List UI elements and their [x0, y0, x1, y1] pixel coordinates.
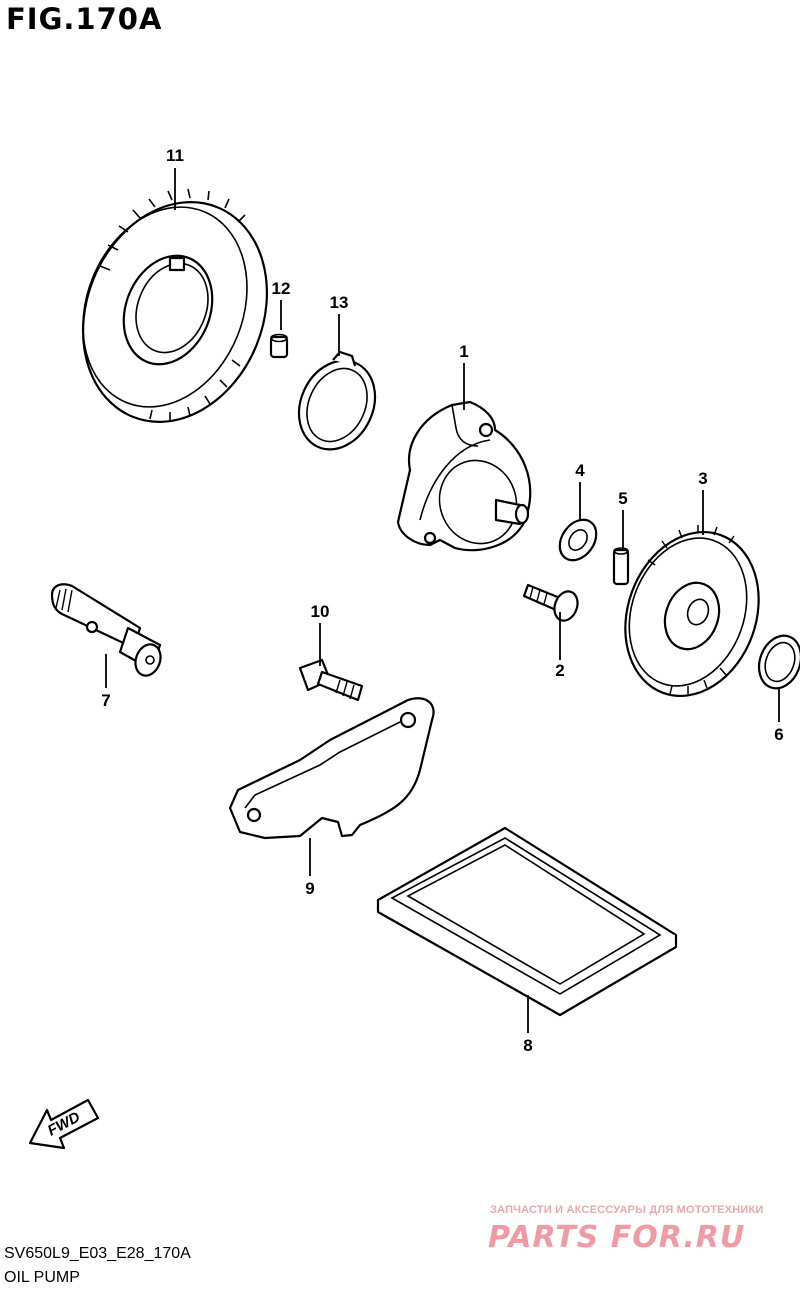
part-3-gear [624, 525, 760, 698]
callout-11: 11 [166, 146, 184, 165]
figure-title: FIG.170A [6, 2, 163, 36]
callout-7: 7 [101, 691, 110, 710]
callout-1: 1 [459, 342, 468, 361]
part-13-circlip [297, 350, 377, 451]
callout-2: 2 [555, 661, 564, 680]
part-4-washer [558, 518, 598, 562]
callout-6: 6 [774, 725, 783, 744]
part-10-bolt [298, 658, 364, 702]
part-5-pin [612, 547, 630, 586]
callout-5: 5 [618, 489, 627, 508]
part-1-oil-pump [396, 400, 532, 552]
leader-lines [105, 168, 780, 1033]
callout-12: 12 [272, 279, 291, 298]
part-2-screw [522, 583, 579, 622]
part-6-snap-ring [757, 634, 800, 690]
part-8-strainer [376, 826, 678, 1017]
part-12-pin [269, 333, 289, 359]
callout-3: 3 [698, 469, 707, 488]
callout-10: 10 [311, 602, 330, 621]
figure-name: OIL PUMP [4, 1269, 80, 1286]
watermark-brand: PARTS FOR.RU [488, 1220, 746, 1255]
callout-13: 13 [330, 293, 349, 312]
callout-4: 4 [575, 461, 585, 480]
part-7-fitting [50, 583, 162, 677]
fwd-arrow-icon: FWD [28, 1098, 100, 1150]
part-11-gear [81, 188, 269, 423]
part-9-plate [228, 697, 435, 840]
figure-code: SV650L9_E03_E28_170A [4, 1245, 191, 1262]
callout-8: 8 [523, 1036, 532, 1055]
callout-9: 9 [305, 879, 314, 898]
watermark-tagline: ЗАПЧАСТИ И АКСЕССУАРЫ ДЛЯ МОТОТЕХНИКИ [490, 1204, 764, 1216]
